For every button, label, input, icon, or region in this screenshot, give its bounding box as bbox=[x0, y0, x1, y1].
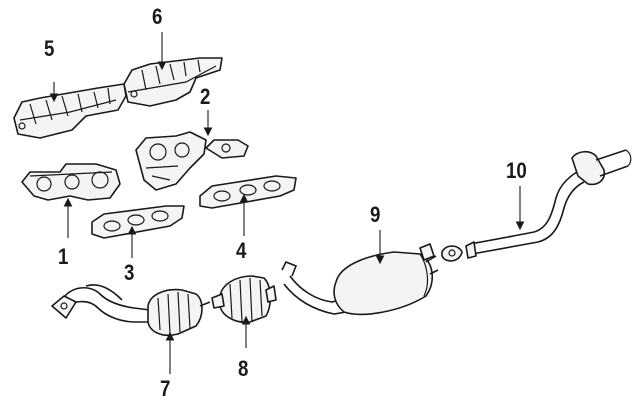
manifold-gasket-right bbox=[199, 175, 297, 209]
callout-5: 5 bbox=[44, 36, 55, 61]
callout-9: 9 bbox=[370, 202, 381, 227]
callout-8: 8 bbox=[238, 356, 249, 381]
heat-shield-left bbox=[13, 83, 127, 139]
callout-7: 7 bbox=[160, 376, 171, 401]
catalytic-converter-rear bbox=[211, 275, 277, 324]
callout-10: 10 bbox=[506, 158, 527, 183]
manifold-gasket-left bbox=[91, 205, 185, 239]
exhaust-manifold-right bbox=[135, 131, 249, 191]
muffler bbox=[281, 243, 463, 316]
callout-6: 6 bbox=[152, 4, 163, 29]
callout-4: 4 bbox=[236, 238, 247, 263]
callout-2: 2 bbox=[200, 84, 211, 109]
heat-shield-right bbox=[123, 57, 223, 107]
catalytic-converter-front bbox=[51, 284, 211, 337]
exhaust-manifold-left bbox=[21, 163, 121, 201]
callout-1: 1 bbox=[58, 244, 69, 269]
tailpipe bbox=[465, 149, 632, 259]
callout-3: 3 bbox=[124, 260, 135, 285]
